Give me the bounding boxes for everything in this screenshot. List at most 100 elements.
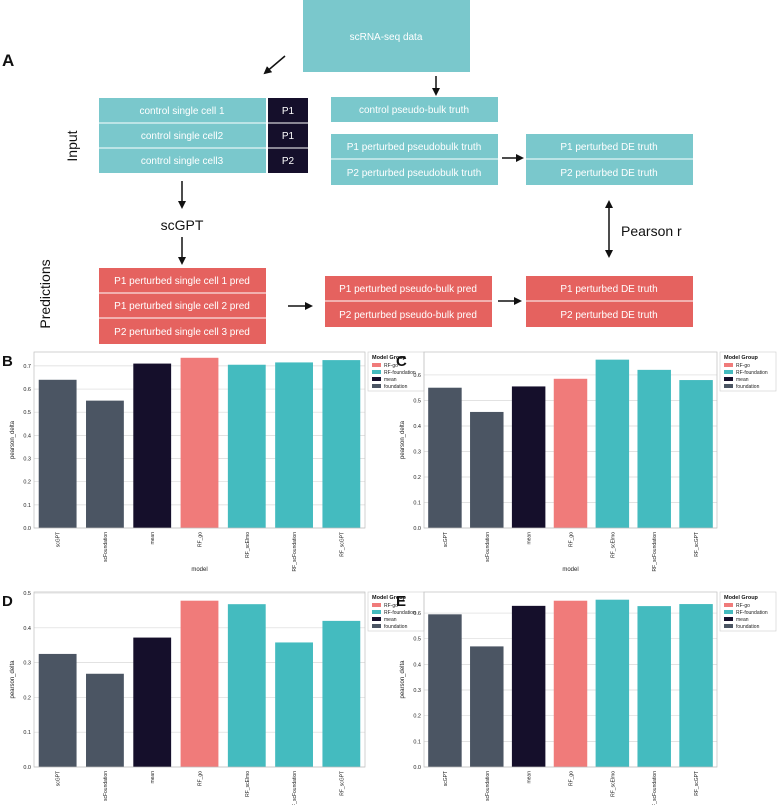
legend-entry-foundation: foundation <box>384 384 408 390</box>
de-truth-bottom-2: P2 perturbed DE truth <box>560 310 657 321</box>
y-tick-label: 0.6 <box>413 373 421 379</box>
y-tick-label: 0.6 <box>23 387 31 393</box>
x-tick-label: RF_go <box>198 532 204 547</box>
legend-swatch-mean <box>724 617 733 621</box>
bar-RF_scGPT <box>322 360 361 528</box>
legend-swatch-foundation <box>372 384 381 388</box>
legend-swatch-mean <box>372 617 381 621</box>
input-cell-2: control single cell2 <box>141 131 224 142</box>
cell-preds-block <box>99 268 266 344</box>
legend-swatch-RF-go <box>724 363 733 367</box>
legend-entry-foundation: foundation <box>736 624 760 630</box>
legend-swatch-RF-go <box>372 603 381 607</box>
legend-entry-RF-foundation: RF-foundation <box>384 610 416 616</box>
x-tick-label: scGPT <box>443 771 449 786</box>
de-truth-top-2: P2 perturbed DE truth <box>560 168 657 179</box>
bar-RF_go <box>180 600 219 767</box>
source-box <box>303 0 470 72</box>
y-tick-label: 0.2 <box>413 714 421 720</box>
x-tick-label: RF_scGPT <box>339 771 345 796</box>
de-truth-top-1: P1 perturbed DE truth <box>560 142 657 153</box>
bar-RF_go <box>553 378 588 528</box>
x-tick-label: RF_scElmo <box>610 532 616 558</box>
legend-swatch-foundation <box>724 384 733 388</box>
legend-entry-RF-foundation: RF-foundation <box>736 370 768 376</box>
y-tick-label: 0.4 <box>413 424 421 430</box>
x-tick-label: scGPT <box>56 771 62 786</box>
legend-entry-foundation: foundation <box>736 384 760 390</box>
y-tick-label: 0.1 <box>413 500 421 506</box>
source-box-label: scRNA-seq data <box>350 32 423 43</box>
legend-swatch-foundation <box>372 624 381 628</box>
bar-scGPT <box>428 387 462 528</box>
y-tick-label: 0.3 <box>413 449 421 455</box>
bar-RF_scElmo <box>227 604 266 767</box>
x-tick-label: RF_scFoundation <box>652 771 658 805</box>
y-tick-label: 0.0 <box>23 526 31 532</box>
legend: Model GroupRF-goRF-foundationmeanfoundat… <box>367 591 425 632</box>
y-tick-label: 0.3 <box>23 457 31 463</box>
bar-mean <box>511 386 546 528</box>
legend-entry-mean: mean <box>736 617 749 623</box>
bar-scGPT <box>38 653 77 767</box>
input-cell-1: control single cell 1 <box>139 106 224 117</box>
x-tick-label: RF_scGPT <box>339 532 345 557</box>
bar-RF_scElmo <box>595 599 630 767</box>
y-tick-label: 0.0 <box>23 765 31 771</box>
control-truth-box <box>331 97 498 122</box>
y-tick-label: 0.3 <box>413 688 421 694</box>
perturbation-tag-2: P1 <box>282 131 295 142</box>
legend-entry-mean: mean <box>384 617 397 623</box>
pearson-label: Pearson r <box>621 223 682 239</box>
panel-label: C <box>396 353 407 370</box>
de-truth-bottom-1: P1 perturbed DE truth <box>560 284 657 295</box>
x-tick-label: scGPT <box>443 532 449 547</box>
y-tick-label: 0.7 <box>23 364 31 370</box>
bar-RF_scFoundation <box>637 369 671 528</box>
y-tick-label: 0.2 <box>23 695 31 701</box>
bar-scFoundation <box>470 411 504 528</box>
bar-RF_scGPT <box>679 380 713 528</box>
bar-RF_scFoundation <box>275 362 313 528</box>
bar-RF_go <box>553 600 588 767</box>
x-tick-label: RF_scElmo <box>245 532 251 558</box>
bar-scGPT <box>38 379 77 528</box>
y-tick-label: 0.4 <box>413 662 421 668</box>
panel-label: B <box>2 353 13 370</box>
bar-scFoundation <box>86 400 124 528</box>
y-tick-label: 0.4 <box>23 433 31 439</box>
pseudobulk-truth-1: P1 perturbed pseudobulk truth <box>347 142 482 153</box>
legend: Model GroupRF-goRF-foundationmeanfoundat… <box>719 351 777 392</box>
input-cells-block <box>99 98 266 173</box>
y-tick-label: 0.5 <box>413 637 421 643</box>
legend: Model GroupRF-goRF-foundationmeanfoundat… <box>719 591 777 632</box>
predictions-side-label: Predictions <box>37 259 53 328</box>
bar-scFoundation <box>470 646 504 767</box>
legend-entry-RF-foundation: RF-foundation <box>736 610 768 616</box>
bar-RF_scGPT <box>322 620 361 767</box>
x-tick-label: mean <box>150 532 156 545</box>
y-tick-label: 0.1 <box>413 739 421 745</box>
y-tick-label: 0.1 <box>23 730 31 736</box>
bar-mean <box>511 605 546 767</box>
legend-title: Model Group <box>724 355 759 361</box>
x-tick-label: RF_scFoundation <box>292 532 298 572</box>
x-tick-label: RF_go <box>569 532 575 547</box>
y-tick-label: 0.2 <box>413 475 421 481</box>
legend-title: Model Group <box>372 355 407 361</box>
perturbation-tags-block <box>268 98 308 173</box>
plot-frame <box>423 351 718 529</box>
legend-swatch-RF-foundation <box>724 610 733 614</box>
panel-label: D <box>2 593 13 610</box>
x-tick-label: scFoundation <box>103 532 109 562</box>
bar-RF_scFoundation <box>275 642 313 767</box>
pseudobulk-pred-1: P1 perturbed pseudo-bulk pred <box>339 284 477 295</box>
legend-title: Model Group <box>724 595 759 601</box>
workflow-diagram: A scRNA-seq data Input control single ce… <box>2 0 693 344</box>
legend-entry-RF-go: RF-go <box>384 603 398 609</box>
legend-swatch-mean <box>372 377 381 381</box>
pseudobulk-pred-2: P2 perturbed pseudo-bulk pred <box>339 310 477 321</box>
